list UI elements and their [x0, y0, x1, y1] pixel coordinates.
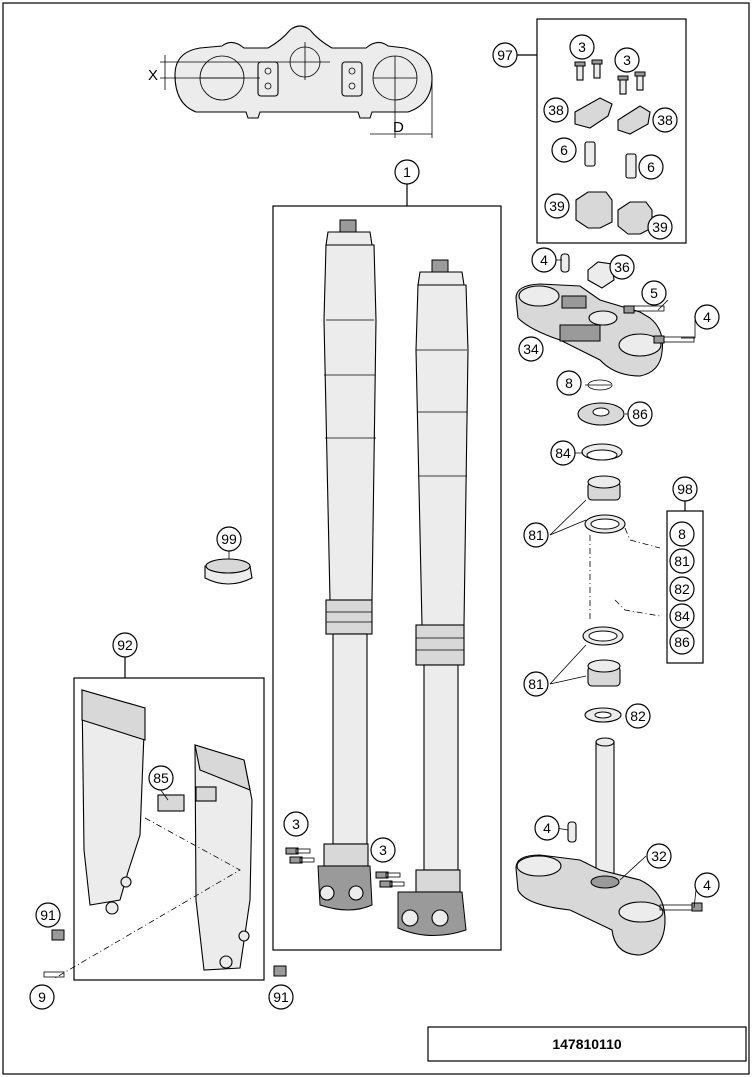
svg-text:36: 36 — [614, 259, 630, 275]
callout-36: 36 — [609, 254, 635, 280]
callout-4: 4 — [694, 872, 720, 898]
clamp-kit-frame — [536, 18, 687, 244]
callout-38: 38 — [652, 107, 678, 133]
callout-81: 81 — [523, 522, 549, 548]
dust-cap — [204, 558, 253, 585]
callout-3: 3 — [569, 34, 595, 60]
svg-text:38: 38 — [548, 102, 564, 118]
svg-text:98: 98 — [677, 481, 693, 497]
callout-86: 86 — [669, 629, 695, 655]
svg-text:84: 84 — [555, 445, 571, 461]
svg-text:3: 3 — [292, 816, 300, 832]
callout-82: 82 — [625, 703, 651, 729]
svg-text:9: 9 — [38, 989, 46, 1005]
svg-text:4: 4 — [543, 820, 551, 836]
svg-text:6: 6 — [560, 142, 568, 158]
svg-text:5: 5 — [650, 285, 658, 301]
svg-text:34: 34 — [523, 341, 539, 357]
svg-text:4: 4 — [703, 309, 711, 325]
svg-text:99: 99 — [221, 531, 237, 547]
callout-3: 3 — [283, 811, 309, 837]
upper-triple-clamp — [515, 253, 695, 377]
svg-text:4: 4 — [703, 877, 711, 893]
svg-text:91: 91 — [273, 989, 289, 1005]
svg-text:86: 86 — [632, 406, 648, 422]
callout-39: 39 — [544, 193, 570, 219]
callout-38: 38 — [543, 97, 569, 123]
svg-text:82: 82 — [674, 581, 690, 597]
callout-4: 4 — [534, 815, 560, 841]
callout-98: 98 — [672, 476, 698, 502]
callout-86: 86 — [627, 401, 653, 427]
svg-text:39: 39 — [652, 219, 668, 235]
svg-text:82: 82 — [630, 708, 646, 724]
left-fork-leg — [317, 219, 377, 911]
drawing-number: 147810110 — [552, 1036, 622, 1052]
fork-assembly-frame — [272, 205, 502, 951]
svg-text:97: 97 — [497, 47, 513, 63]
callout-81: 81 — [523, 671, 549, 697]
svg-text:85: 85 — [153, 770, 169, 786]
callout-99: 99 — [216, 526, 242, 552]
callout-84: 84 — [550, 440, 576, 466]
svg-text:81: 81 — [528, 527, 544, 543]
callout-3: 3 — [370, 837, 396, 863]
steering-bearings — [577, 379, 661, 723]
svg-text:32: 32 — [651, 848, 667, 864]
callout-97: 97 — [492, 42, 518, 68]
dimension-d-label: D — [393, 119, 404, 136]
svg-text:81: 81 — [528, 676, 544, 692]
callout-8: 8 — [556, 370, 582, 396]
callout-5: 5 — [641, 280, 667, 306]
svg-text:1: 1 — [403, 164, 411, 180]
callout-91: 91 — [268, 984, 294, 1010]
callout-34: 34 — [518, 336, 544, 362]
callout-85: 85 — [148, 765, 174, 791]
svg-text:84: 84 — [674, 608, 690, 624]
svg-text:3: 3 — [623, 52, 631, 68]
svg-text:92: 92 — [117, 637, 133, 653]
callout-82: 82 — [669, 576, 695, 602]
callout-92: 92 — [112, 632, 138, 658]
callout-8: 8 — [669, 521, 695, 547]
callout-6: 6 — [638, 154, 664, 180]
right-fork-leg — [397, 259, 469, 937]
drawing-number-box — [427, 1026, 747, 1062]
callout-4: 4 — [531, 247, 557, 273]
svg-text:91: 91 — [40, 907, 56, 923]
clamp-kit-parts — [574, 59, 653, 235]
callout-6: 6 — [551, 137, 577, 163]
triple-clamp-dimension-view — [160, 25, 433, 138]
callout-32: 32 — [646, 843, 672, 869]
callout-3: 3 — [614, 47, 640, 73]
fork-guards — [43, 689, 287, 979]
callout-4: 4 — [694, 304, 720, 330]
svg-text:8: 8 — [678, 526, 686, 542]
callout-1: 1 — [394, 159, 420, 185]
fork-guard-frame — [73, 677, 265, 981]
lower-triple-clamp — [515, 737, 703, 956]
svg-text:8: 8 — [565, 375, 573, 391]
svg-text:81: 81 — [674, 553, 690, 569]
callout-9: 9 — [29, 984, 55, 1010]
callout-91: 91 — [35, 902, 61, 928]
callout-84: 84 — [669, 603, 695, 629]
fork-clamp-bolts — [285, 847, 405, 888]
svg-text:3: 3 — [379, 842, 387, 858]
callout-39: 39 — [647, 214, 673, 240]
svg-text:6: 6 — [647, 159, 655, 175]
svg-text:3: 3 — [578, 39, 586, 55]
svg-text:38: 38 — [657, 112, 673, 128]
dimension-x-label: X — [148, 67, 158, 84]
callout-81: 81 — [669, 548, 695, 574]
svg-text:39: 39 — [549, 198, 565, 214]
svg-text:4: 4 — [540, 252, 548, 268]
svg-text:86: 86 — [674, 634, 690, 650]
